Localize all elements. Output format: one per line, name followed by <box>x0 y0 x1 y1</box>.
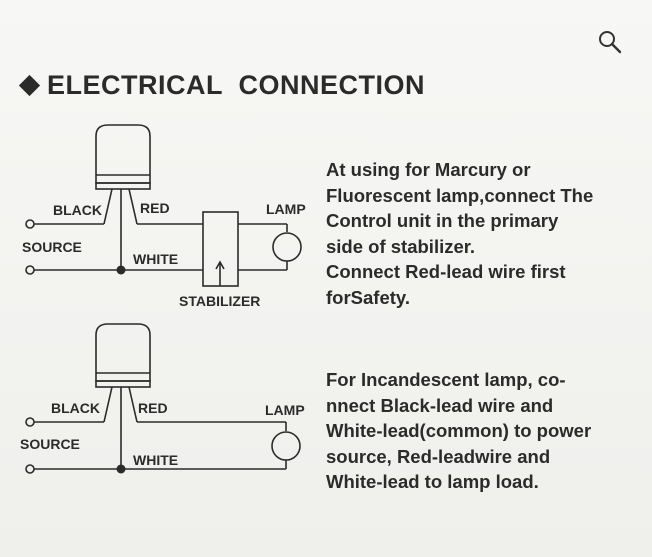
text-line: Control unit in the primary <box>326 210 559 231</box>
source-terminal <box>25 265 35 275</box>
photocell-unit-2 <box>95 323 151 382</box>
photocell-unit-1 <box>95 124 151 184</box>
source-terminal <box>25 219 35 229</box>
text-line: forSafety. <box>326 286 410 308</box>
text-line: nnect Black-lead wire and <box>326 394 554 416</box>
text-line: White-lead to lamp load. <box>326 471 539 492</box>
section-heading: ELECTRICAL CONNECTION <box>18 70 425 101</box>
lamp-2 <box>271 431 301 461</box>
text-line: For Incandescent lamp, co- <box>326 369 566 390</box>
text-line: side of stabilizer. <box>326 235 476 257</box>
label-black: BLACK <box>51 400 100 416</box>
diagram-2 <box>25 323 301 474</box>
label-source: SOURCE <box>20 436 80 452</box>
magnifier-icon[interactable] <box>597 29 623 55</box>
label-source: SOURCE <box>22 239 82 255</box>
label-lamp: LAMP <box>266 201 306 217</box>
source-terminal <box>25 464 35 474</box>
label-red: RED <box>140 200 170 216</box>
text-line: Fluorescent lamp,connect The <box>326 184 594 206</box>
label-white: WHITE <box>133 251 178 267</box>
instruction-incandescent: For Incandescent lamp, co- nnect Black-l… <box>326 367 591 495</box>
text-line: source, Red-leadwire and <box>326 445 551 467</box>
text-line: Connect Red-lead wire first <box>326 261 566 282</box>
label-red: RED <box>138 400 168 416</box>
heading-title: ELECTRICAL CONNECTION <box>47 70 426 100</box>
label-lamp: LAMP <box>265 402 305 418</box>
source-terminal <box>25 417 35 427</box>
text-line: White-lead(common) to power <box>326 420 592 441</box>
text-line: At using for Marcury or <box>326 159 531 180</box>
lamp-1 <box>272 232 302 262</box>
label-stabilizer: STABILIZER <box>179 293 260 309</box>
instruction-fluorescent: At using for Marcury or Fluorescent lamp… <box>326 157 593 310</box>
label-black: BLACK <box>53 202 102 218</box>
label-white: WHITE <box>133 452 178 468</box>
